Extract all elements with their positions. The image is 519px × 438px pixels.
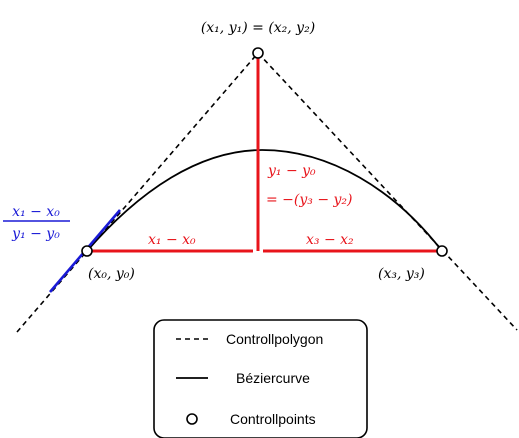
label-p3: (x₃, y₃) xyxy=(378,266,425,282)
controlpoint-p3 xyxy=(436,245,448,257)
label-horiz-left: x₁ − x₀ xyxy=(148,232,196,248)
legend-box xyxy=(153,319,368,438)
legend-point-sample xyxy=(186,413,198,425)
label-vert-line1: y₁ − y₀ xyxy=(267,163,316,179)
legend-points-label: Controllpoints xyxy=(230,411,316,427)
label-top-point: (x₁, y₁) = (x₂, y₂) xyxy=(201,20,315,36)
legend-polygon-label: Controllpolygon xyxy=(226,331,323,347)
controlpolygon-left-edge xyxy=(16,52,259,333)
label-slope-denominator: y₁ − y₀ xyxy=(11,226,60,242)
bezier-curve xyxy=(86,149,443,252)
label-horiz-right: x₃ − x₂ xyxy=(306,232,354,248)
label-p0: (x₀, y₀) xyxy=(88,266,135,282)
label-slope-numerator: x₁ − x₀ xyxy=(12,204,60,220)
legend-curve-label: Béziercurve xyxy=(236,370,310,386)
controlpoint-top xyxy=(252,47,264,59)
controlpoint-p0 xyxy=(81,245,93,257)
controlpolygon-right-edge xyxy=(257,52,518,331)
label-vert-line2: = −(y₃ − y₂) xyxy=(266,192,353,208)
